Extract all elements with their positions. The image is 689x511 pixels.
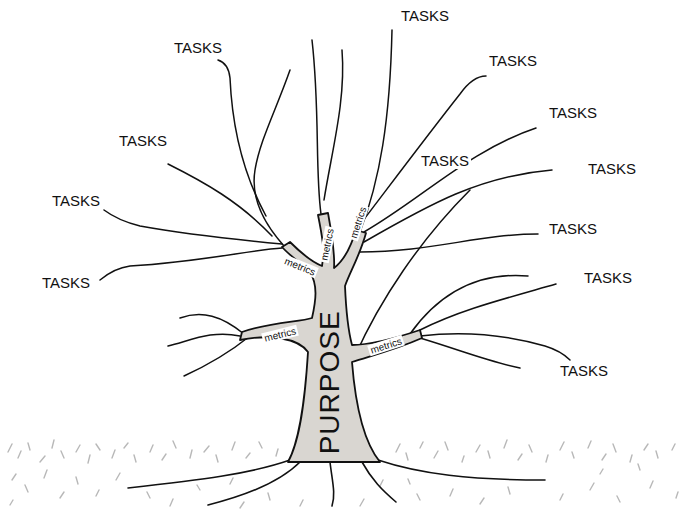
task-label: TASKS (487, 53, 539, 70)
metric-label: metrics (347, 203, 369, 241)
task-label: TASKS (558, 363, 610, 380)
metric-label: metrics (318, 225, 336, 263)
metric-label: metrics (281, 254, 319, 278)
task-label: TASKS (547, 105, 599, 122)
metric-label: metrics (261, 324, 299, 343)
trunk (240, 213, 422, 462)
task-label: TASKS (117, 133, 169, 150)
task-label: TASKS (582, 270, 634, 287)
roots (128, 460, 545, 506)
task-label: TASKS (419, 153, 471, 170)
task-label: TASKS (172, 40, 224, 57)
purpose-label: PURPOSE (315, 308, 346, 456)
task-label: TASKS (50, 193, 102, 210)
task-label: TASKS (586, 161, 638, 178)
task-label: TASKS (40, 275, 92, 292)
task-label: TASKS (547, 221, 599, 238)
task-label: TASKS (399, 8, 451, 25)
metric-label: metrics (367, 334, 405, 356)
